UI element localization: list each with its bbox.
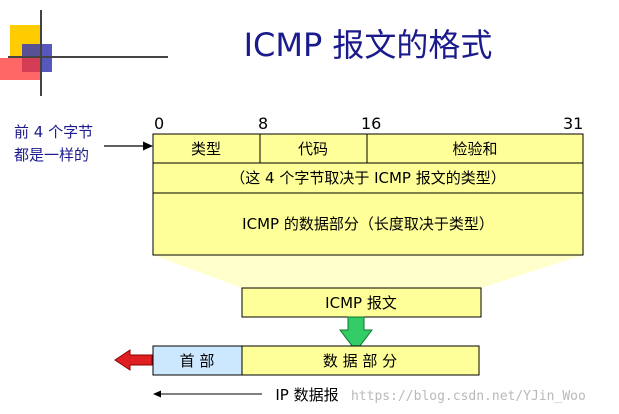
bit-label-16: 16 bbox=[361, 114, 381, 133]
field-checksum: 检验和 bbox=[452, 140, 497, 158]
ip-datagram-span-arrow bbox=[153, 390, 262, 398]
data-part-row bbox=[152, 192, 584, 256]
side-note-arrow bbox=[104, 141, 153, 151]
bit-label-31: 31 bbox=[563, 114, 583, 133]
watermark: https://blog.csdn.net/YJin_Woo bbox=[351, 389, 586, 404]
data-part-text: ICMP 的数据部分（长度取决于类型） bbox=[242, 215, 494, 233]
green-down-arrow bbox=[338, 316, 374, 352]
red-left-arrow bbox=[114, 349, 153, 371]
bit-label-0: 0 bbox=[154, 114, 164, 133]
ip-datagram-label: IP 数据报 bbox=[275, 386, 338, 404]
decorative-logo bbox=[0, 10, 168, 96]
ip-data-box bbox=[241, 345, 480, 376]
expansion-cone bbox=[153, 255, 583, 288]
field-type: 类型 bbox=[191, 140, 221, 158]
type-dependent-text: （这 4 个字节取决于 ICMP 报文的类型） bbox=[230, 169, 506, 187]
field-code: 代码 bbox=[298, 140, 328, 158]
icmp-message-label: ICMP 报文 bbox=[325, 294, 397, 312]
side-note-line1: 前 4 个字节 bbox=[14, 123, 93, 141]
page-title: ICMP 报文的格式 bbox=[244, 26, 493, 64]
side-note-line2: 都是一样的 bbox=[14, 146, 89, 164]
ip-data-label: 数 据 部 分 bbox=[323, 352, 397, 370]
ip-header-label: 首 部 bbox=[180, 352, 215, 370]
ip-header-box bbox=[152, 345, 243, 376]
bit-label-8: 8 bbox=[258, 114, 268, 133]
